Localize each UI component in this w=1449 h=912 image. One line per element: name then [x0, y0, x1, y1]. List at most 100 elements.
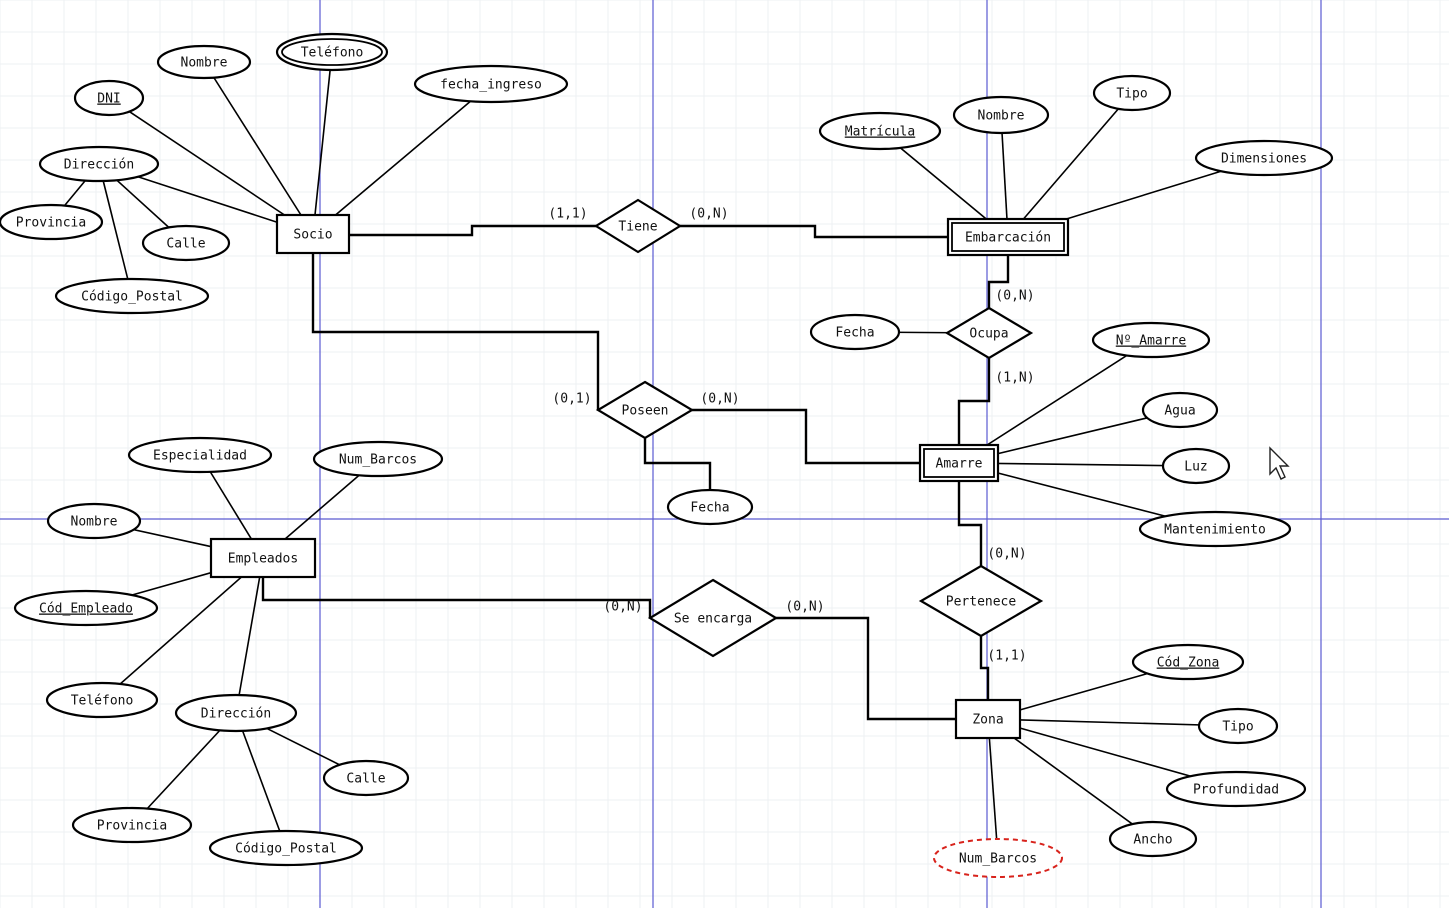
- cardinality-label: (0,N): [987, 547, 1026, 562]
- cardinality-label: (0,N): [700, 392, 739, 407]
- tiene-embarcacion-line: [680, 224, 948, 239]
- attribute-label: Fecha: [690, 501, 729, 516]
- attribute-emp-nombre: Nombre: [46, 502, 142, 540]
- attribute-zona-ancho: Ancho: [1108, 820, 1198, 858]
- entity-label: Empleados: [228, 552, 298, 567]
- attribute-label: Teléfono: [71, 694, 134, 709]
- attribute-line: [1007, 92, 1133, 238]
- attribute-line: [235, 557, 264, 714]
- attribute-label: Provincia: [16, 216, 86, 231]
- pertenece-zona-line: [979, 636, 990, 700]
- entity-label: Embarcación: [965, 231, 1051, 246]
- attribute-emp-provincia: Provincia: [71, 806, 193, 844]
- attribute-label: Dirección: [201, 707, 271, 722]
- entity-zona: Zona: [954, 698, 1022, 740]
- relationship-label: Tiene: [618, 220, 657, 235]
- attribute-zona-num-barcos: Num_Barcos: [933, 838, 1063, 878]
- attribute-label: Num_Barcos: [959, 852, 1037, 867]
- cardinality-label: (0,N): [689, 207, 728, 222]
- relationship-label: Poseen: [622, 404, 669, 419]
- encarga-zona-line: [776, 616, 956, 721]
- cardinality-label: (0,N): [785, 600, 824, 615]
- attribute-label: Matrícula: [845, 125, 915, 140]
- attribute-poseen-fecha: Fecha: [666, 488, 754, 526]
- cardinality-label: (0,N): [603, 600, 642, 615]
- attribute-line: [101, 557, 264, 701]
- cardinality-labels: (1,1)(0,N)(0,N)(1,N)(0,1)(0,N)(0,N)(1,1)…: [548, 207, 1034, 664]
- attribute-label: DNI: [97, 92, 120, 107]
- attribute-ocupa-fecha: Fecha: [809, 313, 901, 351]
- attribute-label: Tipo: [1116, 87, 1147, 102]
- cardinality-label: (1,1): [548, 207, 587, 222]
- attribute-emp-calle: Calle: [322, 759, 410, 797]
- attribute-am-mantenimiento: Mantenimiento: [1138, 510, 1292, 548]
- attribute-emb-tipo: Tipo: [1092, 74, 1172, 112]
- attribute-label: Especialidad: [153, 449, 247, 464]
- attribute-label: Num_Barcos: [339, 453, 417, 468]
- attribute-label: Provincia: [97, 819, 167, 834]
- cardinality-label: (0,N): [995, 289, 1034, 304]
- attribute-socio-nombre: Nombre: [156, 44, 252, 80]
- relationship-poseen: Poseen: [595, 380, 695, 440]
- attribute-emb-matricula: Matrícula: [818, 111, 942, 151]
- attribute-label: Teléfono: [301, 46, 364, 61]
- socio-poseen-line: [311, 253, 600, 410]
- attribute-line: [312, 51, 333, 235]
- attribute-socio-direccion: Dirección: [38, 145, 160, 183]
- attribute-emb-nombre: Nombre: [952, 95, 1050, 135]
- relationship-tiene: Tiene: [593, 198, 683, 254]
- attribute-label: Nombre: [71, 515, 118, 530]
- attribute-emp-num-barcos: Num_Barcos: [312, 440, 444, 478]
- attribute-label: Calle: [346, 772, 385, 787]
- socio-tiene-line: [349, 224, 596, 237]
- entity-label: Amarre: [936, 457, 983, 472]
- attribute-label: Mantenimiento: [1164, 523, 1266, 538]
- attribute-socio-fecha-ingreso: fecha_ingreso: [413, 64, 569, 104]
- attribute-label: Cód_Zona: [1157, 656, 1220, 671]
- attribute-emb-dimensiones: Dimensiones: [1194, 139, 1334, 177]
- attribute-label: Luz: [1184, 460, 1207, 475]
- attribute-emp-codigo-postal: Código_Postal: [208, 829, 364, 867]
- attribute-label: Código_Postal: [81, 290, 183, 305]
- attribute-zona-tipo: Tipo: [1197, 707, 1279, 745]
- attribute-label: Nº_Amarre: [1116, 334, 1187, 349]
- attribute-socio-provincia: Provincia: [0, 203, 104, 241]
- attribute-emp-direccion: Dirección: [174, 693, 298, 733]
- attribute-socio-dni: DNI: [73, 79, 145, 117]
- attribute-emp-especialidad: Especialidad: [127, 436, 273, 474]
- attribute-label: Fecha: [835, 326, 874, 341]
- attribute-line: [108, 97, 314, 235]
- entity-socio: Socio: [275, 213, 351, 255]
- attribute-label: Dirección: [64, 158, 134, 173]
- attribute-socio-codigo-postal: Código_Postal: [54, 277, 210, 315]
- relationship-label: Pertenece: [946, 595, 1017, 610]
- attribute-label: Ancho: [1133, 833, 1172, 848]
- attribute-label: Agua: [1164, 404, 1195, 419]
- relationship-se-encarga: Se encarga: [647, 578, 779, 658]
- attribute-line: [98, 163, 133, 297]
- diagram-nodes: NombreTeléfonoDNIfecha_ingresoDirecciónP…: [0, 32, 1334, 878]
- entity-amarre: Amarre: [918, 443, 1000, 483]
- relationship-ocupa: Ocupa: [944, 306, 1034, 360]
- attribute-zona-cod-zona: Cód_Zona: [1131, 643, 1245, 681]
- relationship-label: Se encarga: [674, 612, 752, 627]
- attribute-line: [987, 718, 1239, 727]
- attribute-line: [131, 712, 237, 826]
- attribute-emp-cod-empleado: Cód_Empleado: [13, 589, 159, 627]
- embarcacion-ocupa-line: [987, 255, 1010, 308]
- attribute-line: [312, 83, 492, 235]
- attribute-am-n-amarre: Nº_Amarre: [1091, 321, 1211, 359]
- attribute-label: Nombre: [978, 109, 1025, 124]
- poseen-fecha-line: [643, 438, 712, 490]
- attribute-label: fecha_ingreso: [440, 78, 542, 93]
- attribute-am-agua: Agua: [1141, 391, 1219, 429]
- amarre-pertenece-line: [957, 481, 983, 566]
- entity-embarcacion: Embarcación: [946, 217, 1070, 257]
- attribute-label: Código_Postal: [235, 842, 337, 857]
- attribute-line: [203, 61, 314, 235]
- attribute-label: Calle: [166, 237, 205, 252]
- cardinality-label: (1,N): [995, 371, 1034, 386]
- attribute-label: Nombre: [181, 56, 228, 71]
